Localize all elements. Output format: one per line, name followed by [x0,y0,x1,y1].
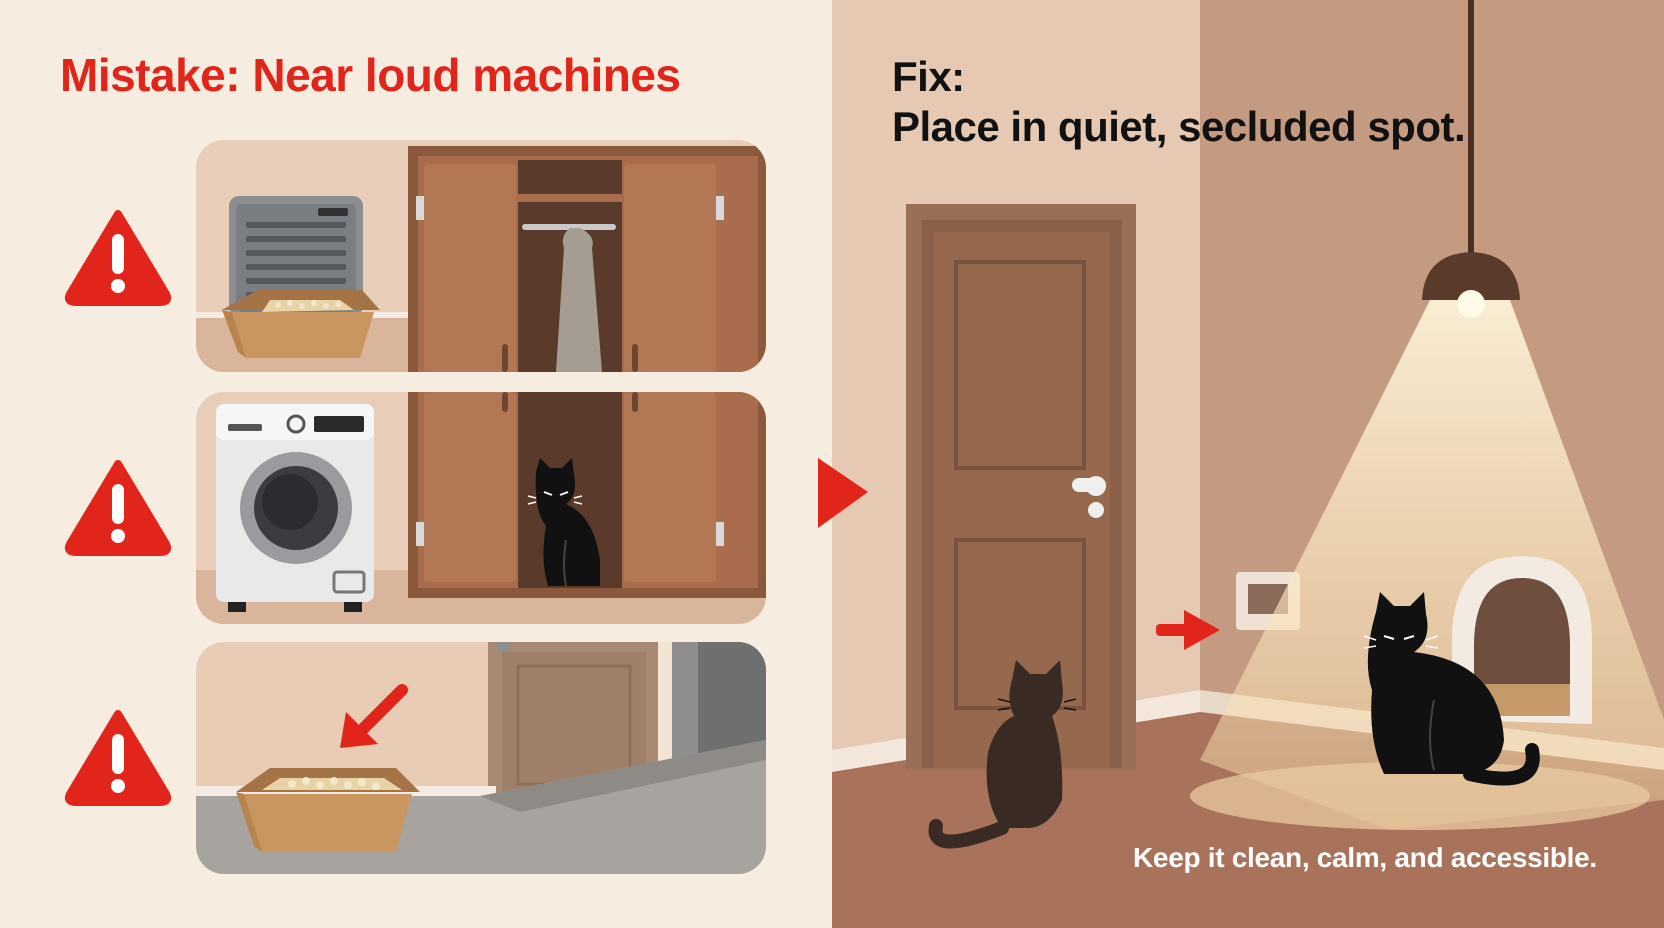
warning-icon [64,710,172,806]
ceiling-lamp [1422,0,1520,318]
fix-heading: Fix: Place in quiet, secluded spot. [892,52,1466,152]
panel-air-purifier [196,140,766,372]
fix-text: Place in quiet, secluded spot. [892,103,1466,150]
litter-box [236,768,420,852]
cabinet [408,146,766,372]
panel-hallway [196,642,766,874]
arrow-icon [818,458,868,528]
fix-label: Fix: [892,53,965,100]
cat [527,458,600,587]
arrow-icon [340,684,408,748]
right-scene [832,0,1664,928]
mistake-title: Mistake: Near loud machines [60,49,681,101]
cat [928,660,1077,849]
litter-box [222,290,380,358]
arrow-icon [1156,610,1220,650]
cat [1363,592,1540,786]
washing-machine [216,404,374,612]
footer-note: Keep it clean, calm, and accessible. [1133,842,1597,873]
panel-washing-machine [196,392,766,624]
covered-litter-box [1452,556,1592,724]
warning-icon [64,460,172,556]
rug [1190,762,1650,830]
warning-icon [64,210,172,306]
